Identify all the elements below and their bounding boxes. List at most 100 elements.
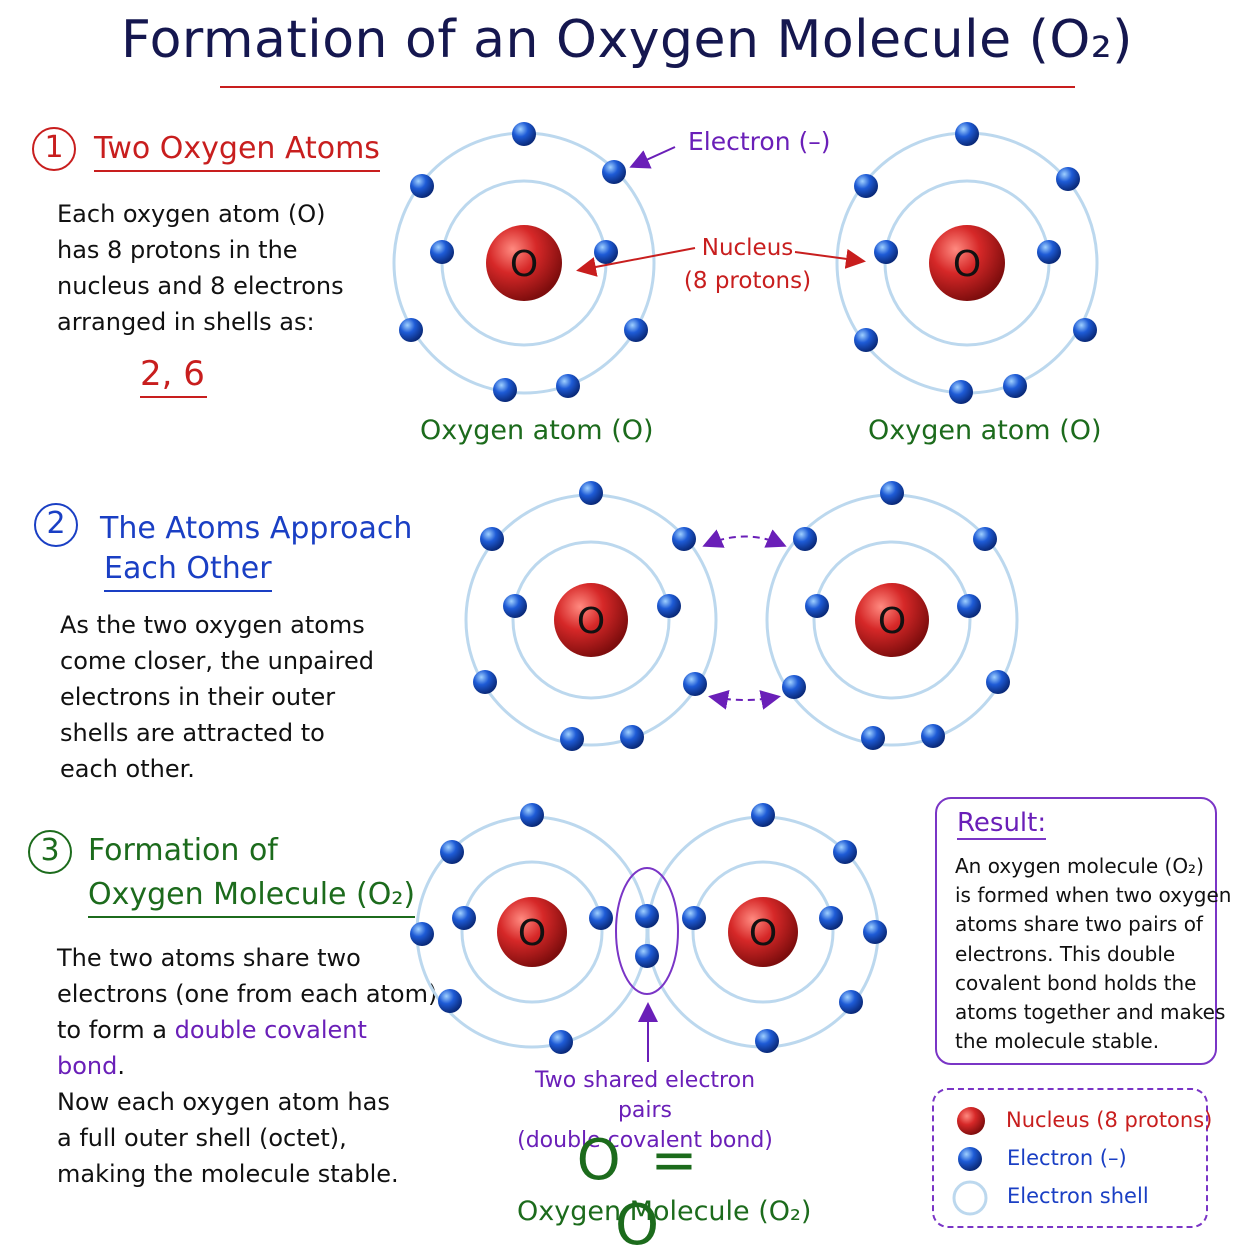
step-2-text-line: shells are attracted to bbox=[60, 719, 325, 747]
electron bbox=[624, 318, 648, 342]
electron bbox=[973, 527, 997, 551]
legend-box bbox=[932, 1088, 1208, 1228]
electron bbox=[657, 594, 681, 618]
electron bbox=[782, 675, 806, 699]
electron-pointer-arrow bbox=[629, 146, 676, 169]
legend-electron-swatch bbox=[958, 1147, 982, 1171]
shared-pairs-label-line1: Two shared electron pairs bbox=[534, 1068, 756, 1123]
nucleus-symbol: O bbox=[749, 913, 777, 954]
double-covalent-highlight: double covalent bbox=[174, 1016, 367, 1044]
step-1-text: Each oxygen atom (O) has 8 protons in th… bbox=[57, 196, 344, 340]
electron bbox=[863, 920, 887, 944]
electron bbox=[1037, 240, 1061, 264]
electron bbox=[833, 840, 857, 864]
nucleus bbox=[554, 583, 628, 657]
nucleus-label-line1: Nucleus bbox=[701, 235, 794, 261]
nucleus bbox=[855, 583, 929, 657]
electron-configuration: 2, 6 bbox=[140, 354, 207, 398]
electron bbox=[880, 481, 904, 505]
inner-shell bbox=[691, 860, 835, 1004]
step-2-number: 2 bbox=[34, 503, 78, 547]
electron bbox=[751, 803, 775, 827]
shared-electron bbox=[635, 904, 659, 928]
step-3-text-prefix: to form a bbox=[57, 1016, 168, 1044]
electron bbox=[874, 240, 898, 264]
result-box bbox=[935, 797, 1217, 1065]
step-2-text-line: come closer, the unpaired bbox=[60, 647, 374, 675]
step-3-number: 3 bbox=[28, 830, 72, 874]
nucleus bbox=[497, 897, 567, 967]
electron bbox=[921, 724, 945, 748]
electron bbox=[556, 374, 580, 398]
electron bbox=[620, 725, 644, 749]
electron bbox=[579, 481, 603, 505]
nucleus-symbol: O bbox=[878, 601, 906, 642]
step-1-heading: Two Oxygen Atoms bbox=[94, 128, 380, 172]
nucleus-pointer-arrow-right bbox=[794, 248, 866, 269]
step-1-text-line: has 8 protons in the bbox=[57, 236, 298, 264]
inner-shell bbox=[812, 540, 972, 700]
electron bbox=[1056, 167, 1080, 191]
result-text-line: atoms together and makes bbox=[955, 1000, 1226, 1025]
electron bbox=[452, 906, 476, 930]
electron-label: Electron (–) bbox=[688, 127, 831, 156]
result-title: Result: bbox=[957, 808, 1047, 840]
shared-pair-highlight bbox=[615, 867, 679, 995]
step-1-number: 1 bbox=[32, 127, 76, 171]
electron bbox=[854, 328, 878, 352]
atom-caption-right: Oxygen atom (O) bbox=[868, 415, 1102, 446]
result-text-line: the molecule stable. bbox=[955, 1029, 1160, 1054]
electron bbox=[410, 174, 434, 198]
step-1-text-line: nucleus and 8 electrons bbox=[57, 272, 344, 300]
electron bbox=[560, 727, 584, 751]
electron bbox=[549, 1030, 573, 1054]
result-text-line: atoms share two pairs of bbox=[955, 912, 1203, 937]
electron bbox=[861, 726, 885, 750]
molecule-caption: Oxygen Molecule (O₂) bbox=[517, 1196, 812, 1227]
electron bbox=[949, 380, 973, 404]
electron bbox=[793, 527, 817, 551]
result-text-line: An oxygen molecule (O₂) bbox=[955, 854, 1204, 878]
inner-shell bbox=[460, 860, 604, 1004]
step-3-text-line: Now each oxygen atom has bbox=[57, 1088, 390, 1116]
electron bbox=[493, 378, 517, 402]
nucleus-symbol: O bbox=[510, 244, 538, 285]
title-underline bbox=[220, 86, 1075, 88]
electron bbox=[854, 174, 878, 198]
step-2-heading-line1: The Atoms Approach bbox=[100, 511, 413, 546]
inner-shell bbox=[511, 540, 671, 700]
electron bbox=[473, 670, 497, 694]
legend-shell-swatch bbox=[952, 1180, 988, 1216]
electron bbox=[503, 594, 527, 618]
step-3-heading-line2: Oxygen Molecule (O₂) bbox=[88, 874, 416, 918]
step-1-text-line: Each oxygen atom (O) bbox=[57, 200, 326, 228]
electron bbox=[589, 906, 613, 930]
result-text-line: is formed when two oxygen bbox=[955, 883, 1232, 908]
electron bbox=[755, 1029, 779, 1053]
result-text: An oxygen molecule (O₂) is formed when t… bbox=[955, 852, 1231, 1056]
shared-pairs-label-line2: (double covalent bond) bbox=[517, 1128, 773, 1153]
electron bbox=[480, 527, 504, 551]
step-3-text-suffix: . bbox=[117, 1052, 126, 1080]
page-title: Formation of an Oxygen Molecule (O₂) bbox=[121, 10, 1133, 70]
nucleus bbox=[929, 225, 1005, 301]
attraction-arrow-bottom bbox=[708, 690, 781, 710]
electron bbox=[957, 594, 981, 618]
electron bbox=[438, 989, 462, 1013]
bond-highlight: bond bbox=[57, 1052, 118, 1080]
nucleus-label: Nucleus (8 protons) bbox=[680, 232, 815, 298]
step-3-text: The two atoms share two electrons (one f… bbox=[57, 940, 437, 1192]
legend-shell-label: Electron shell bbox=[1007, 1184, 1149, 1208]
electron bbox=[839, 990, 863, 1014]
atom-caption-left: Oxygen atom (O) bbox=[420, 415, 654, 446]
shared-pairs-label: Two shared electron pairs (double covale… bbox=[510, 1066, 780, 1156]
legend-electron-label: Electron (–) bbox=[1007, 1146, 1127, 1170]
legend-nucleus-swatch bbox=[957, 1107, 985, 1135]
step-2-text-line: electrons in their outer bbox=[60, 683, 336, 711]
step-3-text-line: a full outer shell (octet), bbox=[57, 1124, 347, 1152]
electron bbox=[520, 803, 544, 827]
electron bbox=[1003, 374, 1027, 398]
electron bbox=[955, 122, 979, 146]
structural-formula: O = O bbox=[576, 1128, 704, 1258]
